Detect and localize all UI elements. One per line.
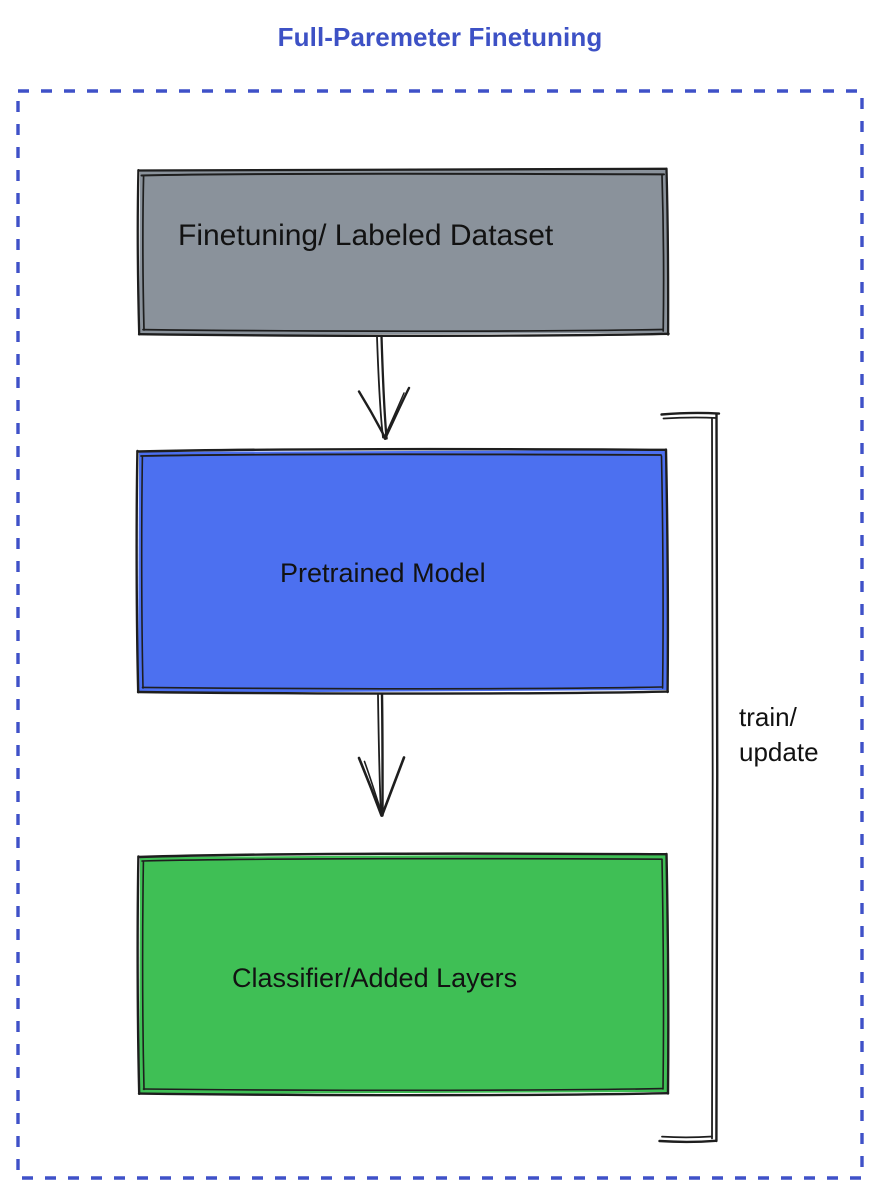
- arrow1-shaft-a: [380, 334, 388, 440]
- node-dataset-edge-top-b: [140, 172, 665, 177]
- node-classifier-label: Classifier/Added Layers: [232, 963, 518, 993]
- arrow1-shaft-b: [376, 336, 384, 439]
- node-pretrained-edge-bottom-b: [141, 686, 663, 690]
- node-pretrained-edge-right-a: [664, 448, 670, 694]
- arrow1-head-right: [383, 386, 411, 440]
- node-dataset-edge-right-a: [665, 167, 670, 336]
- edge-train-update-label: train/ update: [739, 700, 819, 770]
- loop-vertical-segment-b: [711, 417, 714, 1140]
- node-dataset-edge-bottom-a: [137, 332, 670, 337]
- node-dataset-edge-left-b: [142, 174, 145, 331]
- node-classifier-edge-right-b: [661, 858, 665, 1090]
- node-pretrained[interactable]: [135, 447, 670, 695]
- node-classifier-edge-right-a: [665, 852, 670, 1095]
- node-pretrained-edge-left-b: [140, 455, 144, 689]
- node-pretrained-fill: [138, 450, 668, 693]
- node-classifier[interactable]: [136, 852, 670, 1097]
- node-pretrained-edge-left-a: [135, 449, 140, 694]
- edge-dataset-to-pretrained: [357, 334, 411, 440]
- arrow1-head-right-b: [383, 392, 405, 439]
- node-pretrained-label: Pretrained Model: [280, 558, 486, 588]
- node-pretrained-edge-top-b: [140, 453, 662, 457]
- node-dataset-edge-top-a: [137, 167, 667, 172]
- node-classifier-edge-top-a: [137, 852, 668, 859]
- node-classifier-edge-left-a: [136, 855, 141, 1095]
- edge-train-update-label-line2: update: [739, 737, 819, 767]
- node-pretrained-edge-bottom-a: [136, 690, 669, 695]
- arrow2-shaft-b: [377, 694, 382, 815]
- arrow2-head-left: [357, 756, 383, 817]
- node-dataset-label: Finetuning/ Labeled Dataset: [178, 219, 554, 252]
- loop-vertical-segment-a: [715, 413, 719, 1143]
- node-classifier-edge-top-b: [141, 857, 663, 862]
- node-dataset-edge-left-a: [136, 169, 141, 336]
- arrow2-head-right: [380, 756, 406, 817]
- page-title: Full-Paremeter Finetuning: [277, 22, 603, 52]
- edge-train-update-loop: [658, 411, 721, 1143]
- loop-bottom-segment-b: [661, 1135, 713, 1139]
- loop-top-segment-b: [662, 416, 718, 420]
- node-classifier-edge-left-b: [141, 860, 145, 1091]
- loop-bottom-segment-a: [658, 1139, 717, 1143]
- node-pretrained-edge-right-b: [660, 455, 664, 689]
- node-dataset-edge-right-b: [661, 174, 665, 332]
- node-pretrained-edge-top-a: [136, 447, 667, 453]
- dashed-frame-rect: [16, 89, 864, 1180]
- node-classifier-edge-bottom-a: [137, 1092, 670, 1097]
- dashed-frame: [16, 89, 864, 1180]
- node-classifier-fill: [139, 854, 668, 1094]
- arrow2-shaft-a: [380, 692, 384, 817]
- edge-pretrained-to-classifier: [357, 692, 406, 817]
- arrow1-head-left: [357, 390, 387, 440]
- loop-top-segment-a: [660, 411, 721, 416]
- node-dataset-fill: [139, 169, 669, 335]
- node-classifier-edge-bottom-b: [142, 1087, 663, 1092]
- node-dataset[interactable]: [136, 167, 670, 337]
- node-dataset-edge-bottom-b: [142, 328, 664, 333]
- edge-train-update-label-line1: train/: [739, 702, 797, 732]
- arrow2-head-left-b: [363, 760, 383, 816]
